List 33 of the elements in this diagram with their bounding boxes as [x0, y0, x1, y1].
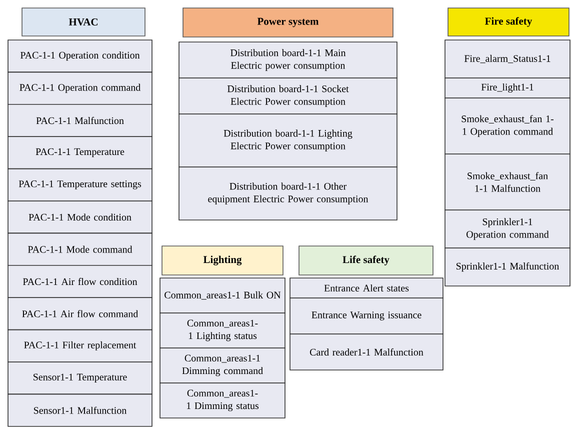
category-header: HVAC: [22, 8, 146, 36]
table-cell: Smoke_exhaust_fan 1-1 Malfunction: [444, 154, 570, 210]
table-cell: Distribution board-1-1 Socket Electric Power consumption: [178, 78, 398, 114]
table-cell: PAC-1-1 Malfunction: [8, 104, 152, 137]
table-cell: Common_areas1-1 Dimming status: [160, 382, 286, 418]
table-cell: PAC-1-1 Air flow command: [8, 297, 152, 330]
table-cell: PAC-1-1 Operation condition: [8, 40, 152, 73]
table-cell: PAC-1-1 Operation command: [8, 72, 152, 105]
table-cell: Common_areas1-1 Bulk ON: [160, 278, 286, 314]
table-cell: Distribution board-1-1 Lighting Electric Power consumption: [178, 114, 398, 168]
category-header: Life safety: [298, 246, 434, 276]
category-header: Power system: [182, 8, 394, 38]
table-cell: PAC-1-1 Air flow condition: [8, 265, 152, 298]
table-cell: Fire_alarm_Status1-1: [444, 40, 570, 78]
table-cell: Sprinkler1-1 Operation command: [444, 210, 570, 248]
table-cell: Sensor1-1 Temperature: [8, 362, 152, 395]
table-cell: Distribution board-1-1 Main Electric power consumption: [178, 42, 398, 78]
table-cell: PAC-1-1 Temperature settings: [8, 168, 152, 202]
table-cell: Common_areas1-1 Dimming command: [160, 348, 286, 384]
table-cell: PAC-1-1 Mode condition: [8, 200, 152, 234]
table-cell: PAC-1-1 Filter replacement: [8, 329, 152, 362]
table-cell: Fire_light1-1: [444, 78, 570, 98]
table-cell: Distribution board-1-1 Other equipment Electric Power consumption: [178, 166, 398, 220]
table-cell: PAC-1-1 Mode command: [8, 232, 152, 266]
table-cell: PAC-1-1 Temperature: [8, 136, 152, 170]
table-cell: Card reader1-1 Malfunction: [290, 334, 444, 370]
table-cell: Sensor1-1 Malfunction: [8, 394, 152, 427]
table-cell: Entrance Alert states: [290, 278, 444, 298]
table-cell: Entrance Warning issuance: [290, 298, 444, 334]
category-header: Lighting: [162, 246, 284, 276]
table-cell: Common_areas1-1 Lighting status: [160, 312, 286, 348]
table-cell: Sprinkler1-1 Malfunction: [444, 248, 570, 286]
category-header: Fire safety: [448, 8, 570, 36]
